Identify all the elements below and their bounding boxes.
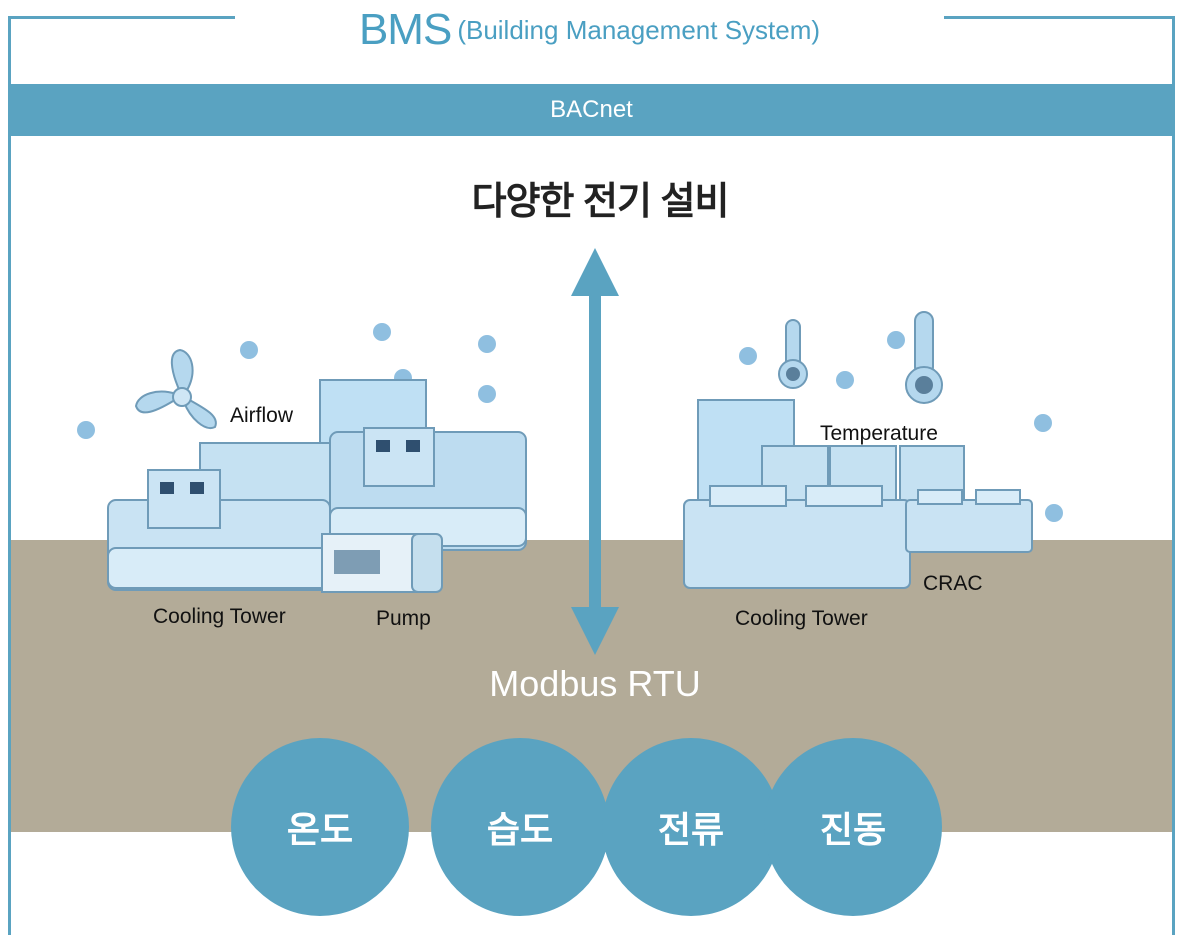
frame-top-left-border: [8, 16, 235, 19]
bacnet-bar: BACnet: [8, 84, 1175, 136]
label-cooling-tower-left: Cooling Tower: [153, 605, 286, 628]
left-equipment: [107, 379, 527, 593]
frame-left-border: [8, 16, 11, 935]
bubble-dots: [77, 323, 1063, 522]
sensor-circle-humidity: 습도: [431, 738, 609, 916]
thermometer-icon: [778, 311, 943, 404]
sensor-circle-temperature: 온도: [231, 738, 409, 916]
double-arrow-icon: [571, 248, 619, 655]
frame-top-right-border: [944, 16, 1175, 19]
label-pump: Pump: [376, 607, 431, 630]
label-crac: CRAC: [923, 572, 983, 595]
label-cooling-tower-right: Cooling Tower: [735, 607, 868, 630]
diagram-title: BMS(Building Management System): [235, 0, 944, 60]
sensor-circle-vibration: 진동: [764, 738, 942, 916]
sensor-circle-current: 전류: [602, 738, 780, 916]
label-airflow: Airflow: [230, 404, 294, 427]
title-sub: (Building Management System): [457, 15, 821, 45]
center-label: 다양한 전기 설비: [471, 181, 730, 223]
title-main: BMS: [358, 5, 452, 54]
modbus-label: Modbus RTU: [489, 663, 701, 704]
fan-icon: [134, 348, 217, 430]
label-temperature: Temperature: [820, 422, 938, 445]
frame-right-border: [1172, 16, 1175, 935]
right-equipment: [683, 399, 1033, 589]
